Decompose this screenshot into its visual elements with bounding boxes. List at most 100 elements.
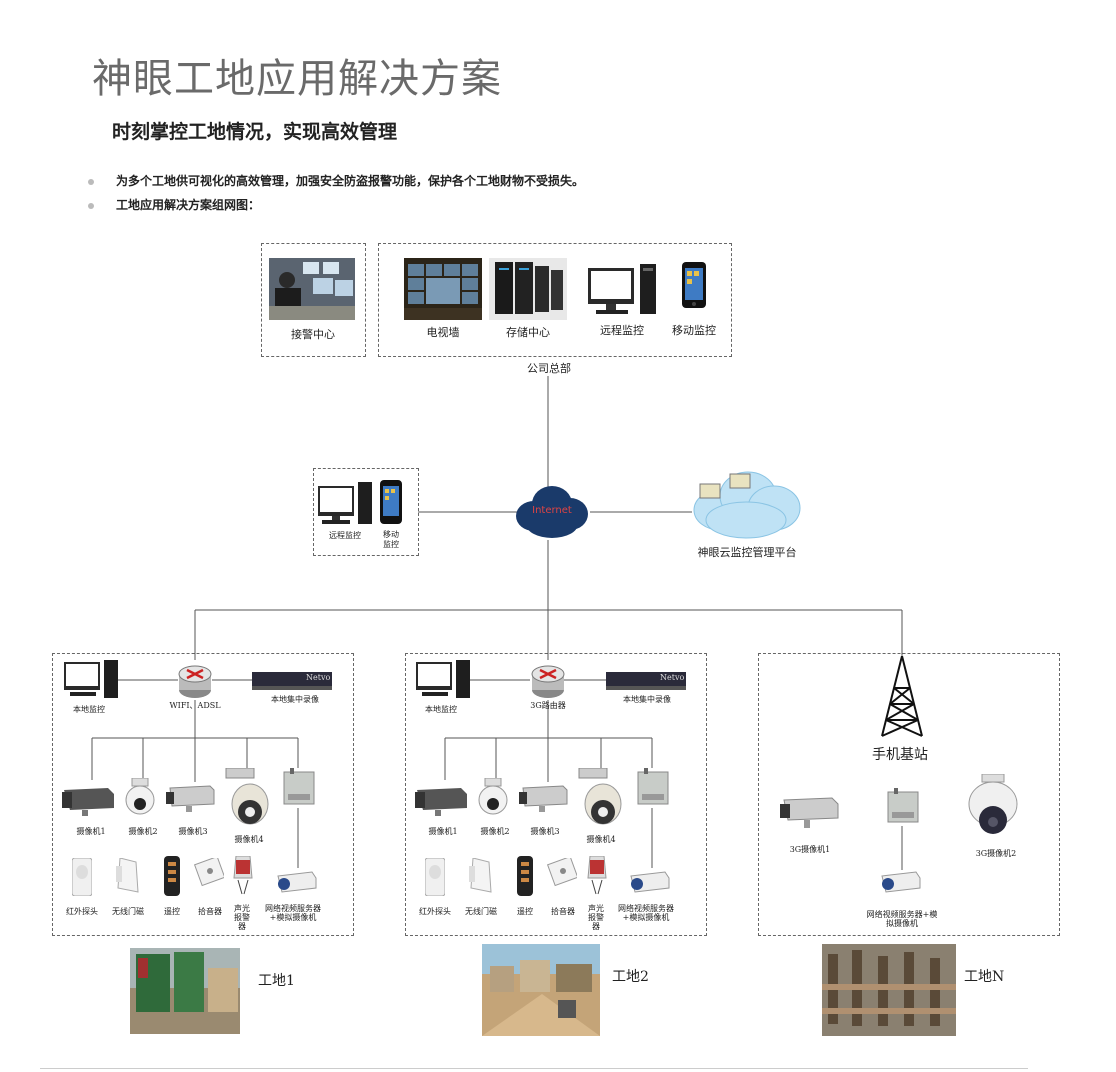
camera-label: 摄像机2 xyxy=(480,827,510,836)
site2-nvr-label: 本地集中录像 xyxy=(623,695,671,704)
smartphone-icon xyxy=(682,262,706,308)
bullet-item: 为多个工地供可视化的高效管理，加强安全防盗报警功能，保护各个工地财物不受损失。 xyxy=(88,172,584,189)
desktop-computer-icon xyxy=(64,660,118,698)
router-icon xyxy=(178,665,212,698)
ptz-dome-camera-icon xyxy=(968,774,1018,834)
sensor-label: 红外探头 xyxy=(419,907,451,916)
remote-control-icon xyxy=(164,856,180,896)
router-icon xyxy=(531,665,565,698)
site1-name: 工地1 xyxy=(258,973,295,989)
site1-nvr-brand: Netvo xyxy=(306,673,331,682)
site1-nvr-label: 本地集中录像 xyxy=(271,695,319,704)
bullet-dot-icon xyxy=(88,178,94,185)
bullet-item: 工地应用解决方案组网图： xyxy=(88,196,260,213)
siteN-camera1-label: 3G摄像机1 xyxy=(789,845,831,854)
infrared-sensor-icon xyxy=(72,858,92,896)
storage-center-icon xyxy=(489,258,567,320)
door-magnet-icon xyxy=(469,858,492,893)
site2-nvr-brand: Netvo xyxy=(660,673,685,682)
internet-cloud-icon xyxy=(516,486,588,538)
sensor-label: 声光报警器 xyxy=(588,904,604,931)
site2-local-monitor-label: 本地监控 xyxy=(425,705,457,714)
sensor-label: 拾音器 xyxy=(198,907,222,916)
base-station-label: 手机基站 xyxy=(872,747,928,763)
camera-label: 摄像机2 xyxy=(128,827,158,836)
siteN-camera2-label: 3G摄像机2 xyxy=(975,849,1017,858)
alarm-center-label: 接警中心 xyxy=(291,328,335,341)
desktop-computer-icon xyxy=(588,264,656,314)
site1-local-monitor-label: 本地监控 xyxy=(73,705,105,714)
sensor-label: 网络视频服务器+模拟摄像机 xyxy=(265,904,321,922)
site2-router-label: 3G路由器 xyxy=(530,701,566,710)
analog-camera-icon xyxy=(881,871,921,893)
analog-camera-icon xyxy=(277,871,317,893)
bullet-camera-icon xyxy=(166,785,215,812)
siteN-photo-icon xyxy=(822,944,956,1036)
camera-label: 摄像机4 xyxy=(234,835,264,844)
infrared-sensor-icon xyxy=(425,858,445,896)
camera-label: 摄像机1 xyxy=(428,827,458,836)
remote-monitor-label: 远程监控 xyxy=(329,531,361,540)
smartphone-icon xyxy=(380,480,402,524)
site2-box xyxy=(405,653,707,936)
hq-mobile-monitor-label: 移动监控 xyxy=(672,324,716,337)
tv-wall-icon xyxy=(404,258,482,320)
camera-label: 摄像机3 xyxy=(530,827,560,836)
bullet-camera-icon xyxy=(519,785,568,812)
page-subtitle: 时刻掌控工地情况，实现高效管理 xyxy=(112,121,398,143)
cell-tower-icon xyxy=(881,656,923,737)
microphone-pickup-icon xyxy=(194,858,224,887)
bullet-camera-icon xyxy=(62,788,114,816)
desktop-computer-icon xyxy=(416,660,470,698)
sensor-label: 红外探头 xyxy=(66,907,98,916)
dome-camera-icon xyxy=(125,778,155,815)
site1-box xyxy=(52,653,354,936)
bullet-text: 为多个工地供可视化的高效管理，加强安全防盗报警功能，保护各个工地财物不受损失。 xyxy=(116,174,585,188)
internet-label: Internet xyxy=(532,505,572,516)
dome-camera-icon xyxy=(478,778,508,815)
tv-wall-label: 电视墙 xyxy=(426,326,460,339)
sensor-label: 无线门磁 xyxy=(465,907,497,916)
nvr-recorder-icon xyxy=(252,672,332,690)
bullet-dot-icon xyxy=(88,202,94,209)
alarm-center-box xyxy=(261,243,366,357)
headquarters-box xyxy=(378,243,732,357)
sensor-label: 遥控 xyxy=(517,907,533,916)
sensor-label: 拾音器 xyxy=(551,907,575,916)
camera-label: 摄像机4 xyxy=(586,835,616,844)
site1-photo-icon xyxy=(130,948,240,1034)
sensor-label: 声光报警器 xyxy=(234,904,250,931)
bullet-text: 工地应用解决方案组网图： xyxy=(116,198,261,212)
ptz-camera-icon xyxy=(225,768,269,825)
sensor-label: 网络视频服务器+模拟摄像机 xyxy=(618,904,674,922)
bullet-camera-icon xyxy=(780,797,839,828)
ptz-camera-icon xyxy=(578,768,622,825)
microphone-pickup-icon xyxy=(547,858,577,887)
page-title: 神眼工地应用解决方案 xyxy=(92,56,502,102)
siren-alarm-icon xyxy=(587,856,607,895)
cloud-platform-icon xyxy=(693,471,801,539)
remote-control-icon xyxy=(517,856,533,896)
hq-remote-monitor-label: 远程监控 xyxy=(600,324,644,337)
headquarters-label: 公司总部 xyxy=(527,362,571,375)
remote-access-box xyxy=(313,468,419,556)
alarm-center-photo-icon xyxy=(269,258,355,320)
nvr-recorder-icon xyxy=(606,672,686,690)
desktop-computer-icon xyxy=(318,482,372,524)
mobile-monitor-label: 移动 监控 xyxy=(383,530,399,549)
camera-label: 摄像机1 xyxy=(76,827,106,836)
cloud-platform-label: 神眼云监控管理平台 xyxy=(697,546,797,559)
storage-center-label: 存储中心 xyxy=(506,326,550,339)
video-encoder-icon xyxy=(283,768,315,805)
sensor-label: 无线门磁 xyxy=(112,907,144,916)
camera-label: 摄像机3 xyxy=(178,827,208,836)
sensor-label: 遥控 xyxy=(164,907,180,916)
siteN-box xyxy=(758,653,1060,936)
bullet-camera-icon xyxy=(415,788,467,816)
video-encoder-icon xyxy=(637,768,669,805)
door-magnet-icon xyxy=(116,858,139,893)
analog-camera-icon xyxy=(630,871,670,893)
siteN-name: 工地N xyxy=(964,969,1005,985)
video-encoder-icon xyxy=(887,788,919,823)
